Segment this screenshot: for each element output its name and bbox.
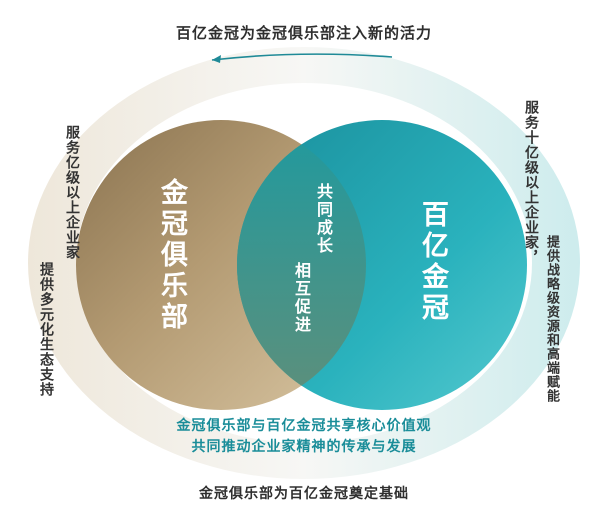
right-side-col1: 服务十亿级以上企业家， (523, 100, 539, 265)
left-side-col1: 服务亿级以上企业家 (64, 125, 80, 260)
right-side-col2: 提供战略级资源和高端赋能 (544, 235, 559, 403)
top-arrow (211, 53, 393, 61)
top-caption: 百亿金冠为金冠俱乐部注入新的活力 (175, 24, 432, 42)
top-arrow-head (212, 55, 221, 63)
left-circle-label: 金冠俱乐部 (156, 178, 187, 333)
bottom-caption: 金冠俱乐部为百亿金冠奠定基础 (199, 486, 409, 502)
left-side-col2: 提供多元化生态支持 (38, 262, 54, 397)
mid-caption-line2: 共同推动企业家精神的传承与发展 (191, 439, 417, 455)
center-label-col1: 共同成长 (314, 183, 333, 255)
overlap-region (237, 120, 366, 410)
mid-caption-line1: 金冠俱乐部与百亿金冠共享核心价值观 (176, 418, 432, 434)
right-circle-label: 百亿金冠 (417, 200, 448, 324)
center-label-col2: 相互促进 (292, 262, 311, 334)
